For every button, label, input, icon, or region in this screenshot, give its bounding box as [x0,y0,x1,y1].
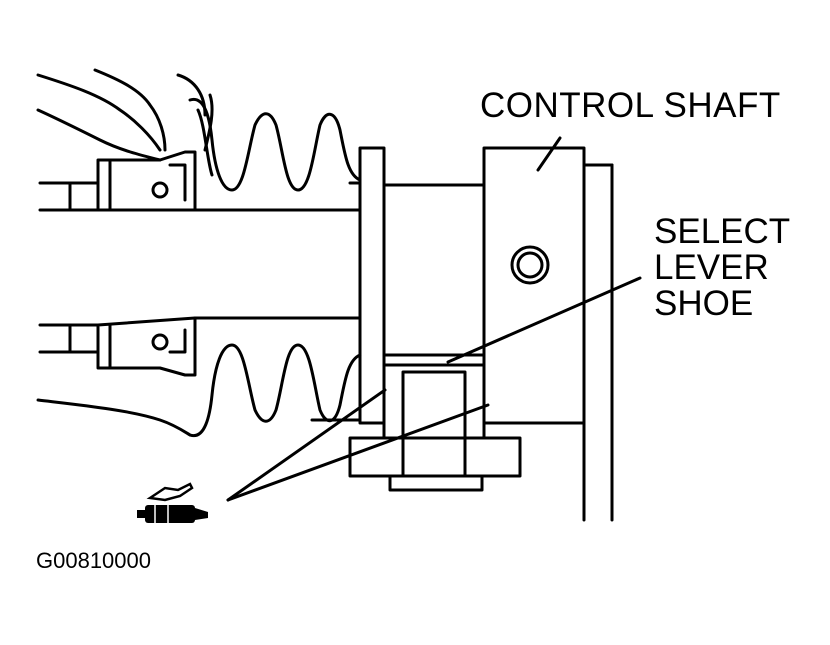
control-shaft-leader [536,136,562,172]
select-lever-shoe-label-line2: LEVER [654,248,769,287]
control-shaft-label: CONTROL SHAFT [480,86,781,125]
lower-rod [38,323,100,354]
upper-bellows [188,97,362,192]
select-lever-shoe-label-line1: SELECT [654,212,791,251]
grease-gun-icon [137,482,208,523]
select-lever-shoe-label-line3: SHOE [654,284,754,323]
grease-leader-b [226,403,490,502]
shaft-bore [510,245,550,285]
control-shaft-housing [382,146,614,522]
grease-leader-a [226,388,387,502]
hand-outline [36,68,214,162]
lower-hand-outline [36,398,192,437]
select-lever-shoe-leader [446,276,642,364]
upper-boot-clamp [96,150,197,212]
select-lever-plate [358,146,386,425]
lower-bellows [188,343,362,438]
main-shaft-body [193,181,362,320]
lower-boot-clamp [96,316,197,377]
upper-rod [38,181,100,212]
select-lever-shoe-label: SELECT LEVER SHOE [654,214,790,322]
upper-bellows-inner [196,108,214,177]
select-lever-shoe [348,353,522,492]
figure-code: G00810000 [36,548,151,573]
